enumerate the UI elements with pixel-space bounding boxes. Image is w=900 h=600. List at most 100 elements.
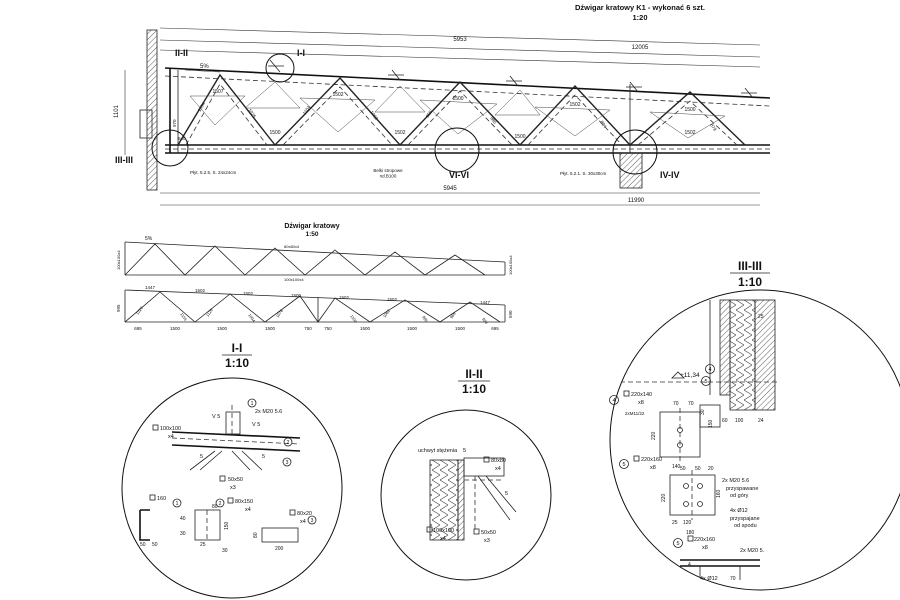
detail-III-d4: 4 xyxy=(688,562,691,568)
level-marker-icon xyxy=(671,371,685,379)
small2-bot-dim: 1500 xyxy=(455,326,466,331)
small-slope: 5% xyxy=(145,236,153,242)
detail-I-d25: 25 xyxy=(200,542,206,548)
small2-bot-dim: 1500 xyxy=(217,326,228,331)
small2-diag-label: 1094 xyxy=(247,313,257,324)
detail-II-sec-b-n: x4 xyxy=(440,536,446,542)
detail-I-sec-top: 100x100 xyxy=(160,426,181,432)
diag-label: 1076 xyxy=(247,108,257,119)
dim-line-top-2 xyxy=(159,39,761,58)
diag-label: 894 xyxy=(599,120,608,129)
small-vert-label: 640 xyxy=(178,136,186,141)
detail-III-plate4-n: x8 xyxy=(638,400,644,406)
detail-I-d80: 80 xyxy=(212,504,218,510)
section-mark-VI: VI-VI xyxy=(449,170,469,180)
detail-II-scale: 1:10 xyxy=(462,382,486,396)
section-mark-I: I-I xyxy=(297,48,305,58)
detail-I-d200: 200 xyxy=(275,546,284,552)
small2-top-dim: 1502 xyxy=(195,288,206,293)
detail-III-d60: 60 xyxy=(722,418,728,424)
small2-top-dim: 1502 xyxy=(243,291,254,296)
small-vert-label: 970 xyxy=(172,119,177,127)
detail-III-mark-5-text: 5 xyxy=(704,379,707,385)
detail-I-d30b: 30 xyxy=(222,548,228,554)
detail-III-bolt-hole xyxy=(683,483,689,489)
small2-bot-dim: 750 xyxy=(304,326,312,331)
panel-bot-label-1: 1500 xyxy=(269,130,280,136)
detail-III-d160: 160 xyxy=(716,489,722,498)
detail-I-d40: 40 xyxy=(180,516,186,522)
detail-I-d50b: 50 xyxy=(152,542,158,548)
detail-III-circle xyxy=(609,289,900,591)
height-dim-text: 1101 xyxy=(114,104,120,118)
panel-top-label-3: 1500 xyxy=(452,96,463,102)
detail-I-diagonals xyxy=(189,450,263,471)
column-bracket xyxy=(139,109,153,139)
detail-II-title: II-II xyxy=(465,367,482,381)
section-mark-II: II-II xyxy=(175,48,188,58)
detail-III-title: III-III xyxy=(738,259,762,273)
section-symbol xyxy=(227,497,234,504)
detail-II-sec-a-n: x4 xyxy=(495,466,501,472)
detail-II: II-II 1:10 uchwyt stężenia 80x80 x4 5 5 … xyxy=(380,367,552,581)
detail-III-d25: 25 xyxy=(758,314,764,320)
detail-III-insulation xyxy=(729,299,756,411)
top-chord-inner xyxy=(164,75,771,107)
detail-I-part1: 160 xyxy=(157,496,166,502)
detail-III-bars5-note-1: przyspajane xyxy=(730,516,760,522)
small2-height-left: 995 xyxy=(116,304,121,312)
small2-bot-dim: 695 xyxy=(134,326,142,331)
detail-II-weld2: 5 xyxy=(463,448,466,454)
section-symbol xyxy=(426,526,433,533)
small-top-chord xyxy=(124,241,506,263)
detail-II-sec-a: 80x80 xyxy=(491,458,506,464)
truss-small-title: Dźwigar kratowy xyxy=(284,223,339,230)
panel-top-label-1: 1507 xyxy=(212,89,223,95)
detail-I-sec-bot: 50x50 xyxy=(228,477,243,483)
truss-elevation: 5953 12005 xyxy=(114,27,771,206)
detail-I-part2-n: x4 xyxy=(245,507,251,513)
detail-I-weld-b: V 5 xyxy=(252,422,260,428)
diag-length-labels: 1094 1076 1104 1062 965 985 894 879 xyxy=(197,101,718,132)
detail-I-part-mark-1-text: 1 xyxy=(176,501,179,507)
dim-bottom-11990: 11990 xyxy=(628,198,645,204)
detail-I-mark-1-text: 1 xyxy=(251,401,254,407)
section-symbol xyxy=(149,494,156,501)
truss-diagonals xyxy=(177,73,746,147)
section-circle-IV xyxy=(612,129,658,175)
detail-I-purlin-cleat xyxy=(225,411,241,435)
detail-III-d120: 120 xyxy=(683,520,692,526)
detail-III-mark-4 xyxy=(705,364,715,374)
detail-I-d50a: 50 xyxy=(140,542,146,548)
detail-II-diagonal xyxy=(477,475,517,521)
detail-I-weld-c: 5 xyxy=(200,454,203,460)
detail-I-d80b: 80 xyxy=(253,532,259,538)
detail-I-part-mark-2-text: 2 xyxy=(219,501,222,507)
small2-top-dim: 1500 xyxy=(291,293,302,298)
detail-III-side-plate xyxy=(699,404,721,428)
purlin-markers xyxy=(268,59,757,99)
detail-I-bolt-label: 2x M20 5.6 xyxy=(255,409,282,415)
detail-I-mark-2 xyxy=(283,437,293,447)
detail-III-bolt5: 2x M20 5.6 xyxy=(722,478,749,484)
detail-III-mark-5 xyxy=(701,376,711,386)
detail-II-weld: 5 xyxy=(505,491,508,497)
detail-III-plate5b-n: x8 xyxy=(702,545,708,551)
detail-III-mark-4b xyxy=(609,395,619,405)
slope-arrow xyxy=(184,69,221,73)
detail-III-d150: 150 xyxy=(708,419,714,428)
detail-I-part3: 80x20 xyxy=(297,511,312,517)
small-diagonals xyxy=(124,243,486,276)
small2-diag-label: 1062 xyxy=(382,308,392,319)
detail-III-bolt5-note-1: przyspawane xyxy=(726,486,758,492)
panel-top-label-5: 1500 xyxy=(684,107,695,113)
small2-top-dims: 1447 1502 1502 1500 1502 1502 1447 xyxy=(145,285,491,305)
section-mark-IV: IV-IV xyxy=(660,170,680,180)
note-right-plate: Płyt. 5.2.1. S. 30x30cm xyxy=(560,171,607,176)
detail-II-circle xyxy=(380,409,552,581)
small-right-label: 100x100x4 xyxy=(508,255,513,275)
section-symbol xyxy=(687,535,694,542)
detail-III-mark-5c-text: 5 xyxy=(676,541,679,547)
detail-II-sec-b: 100x100 xyxy=(433,528,454,534)
